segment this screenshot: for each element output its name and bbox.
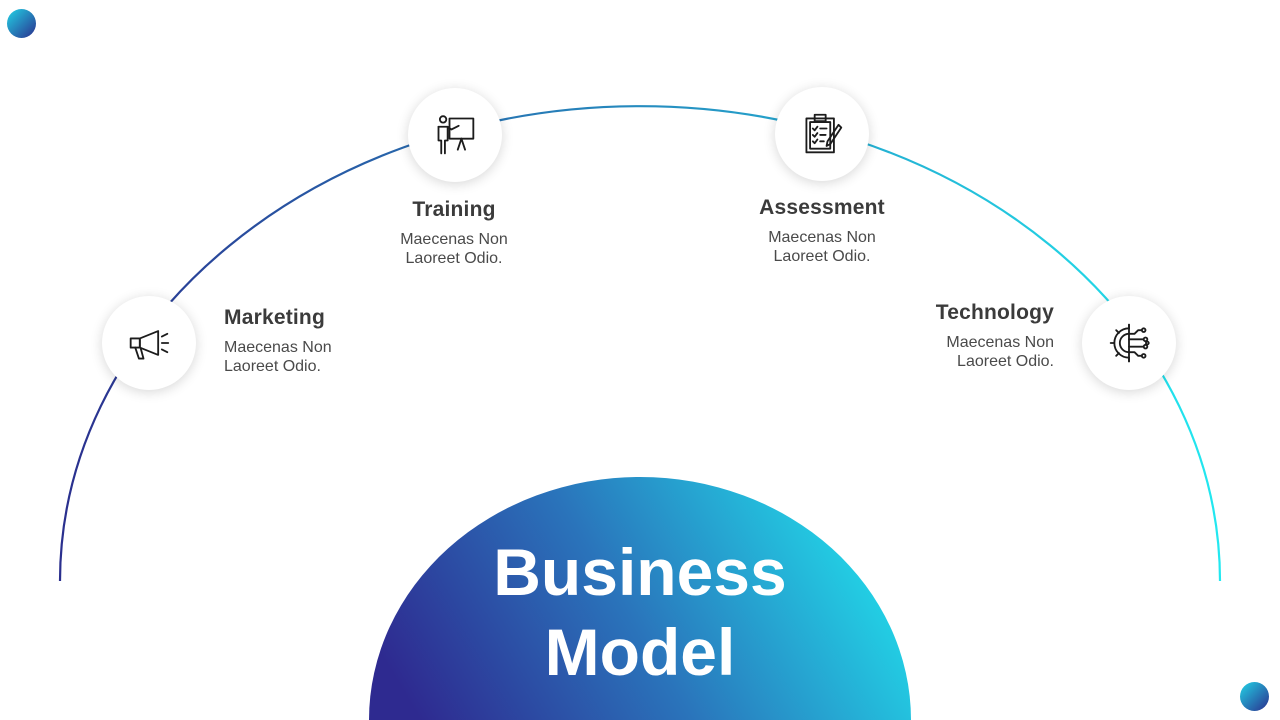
marketing-icon-badge: [102, 296, 196, 390]
assessment-icon-badge: [775, 87, 869, 181]
training-icon-badge: [408, 88, 502, 182]
technology-title: Technology: [935, 301, 1054, 324]
megaphone-icon: [129, 330, 170, 360]
title-line-2: Model: [544, 615, 736, 689]
gear-circuit-icon: [1109, 323, 1150, 363]
title-line-1: Business: [493, 535, 787, 609]
title-hemisphere: [369, 477, 911, 720]
technology-icon-badge: [1082, 296, 1176, 390]
corner-dot-bottom-right: [1240, 682, 1269, 711]
marketing-title: Marketing: [224, 306, 325, 329]
assessment-title: Assessment: [759, 196, 885, 219]
corner-dot-top-left: [7, 9, 36, 38]
page-title: Business Model: [400, 532, 880, 692]
presentation-icon: [437, 115, 475, 155]
training-title: Training: [412, 198, 496, 221]
clipboard-icon: [805, 113, 843, 154]
